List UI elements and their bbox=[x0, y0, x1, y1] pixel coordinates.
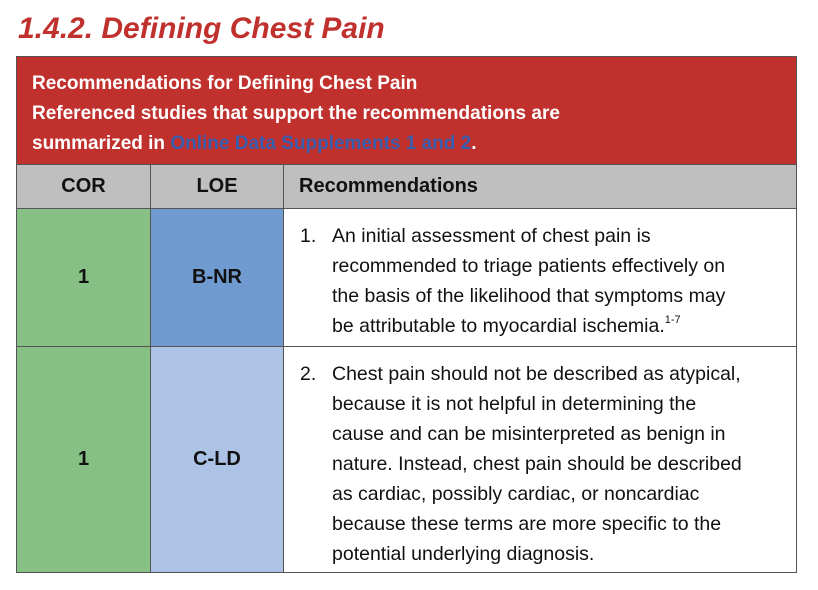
header-cor: COR bbox=[17, 165, 151, 209]
data-supplement-link[interactable]: Online Data Supplements 1 and 2 bbox=[170, 133, 472, 154]
loe-value: C-LD bbox=[193, 448, 241, 470]
recommendation-line: as cardiac, possibly cardiac, or noncard… bbox=[332, 483, 700, 505]
banner-prefix: summarized in bbox=[32, 133, 171, 154]
recommendation-line: An initial assessment of chest pain is bbox=[332, 225, 651, 247]
recommendations-table: Recommendations for Defining Chest Pain … bbox=[16, 56, 797, 573]
recommendation-line: be attributable to myocardial ischemia.1… bbox=[332, 311, 792, 341]
banner-subtext-line: summarized in Online Data Supplements 1 … bbox=[32, 129, 796, 159]
cor-value: 1 bbox=[77, 448, 90, 470]
section-title: 1.4.2. Defining Chest Pain bbox=[18, 12, 385, 45]
recommendation-line: recommended to triage patients effective… bbox=[332, 255, 726, 277]
banner-subtext-line: Referenced studies that support the reco… bbox=[32, 103, 560, 124]
recommendation-line: potential underlying diagnosis. bbox=[332, 543, 595, 565]
reference-superscript[interactable]: 1-7 bbox=[664, 314, 681, 326]
recommendation-cell: 1. An initial assessment of chest pain i… bbox=[284, 209, 796, 347]
cor-cell: 1 bbox=[17, 347, 151, 572]
recommendation-body: An initial assessment of chest pain is r… bbox=[332, 221, 792, 341]
cor-value: 1 bbox=[77, 266, 90, 288]
header-loe: LOE bbox=[151, 165, 284, 209]
table-banner: Recommendations for Defining Chest Pain … bbox=[17, 57, 796, 165]
recommendation-number: 1. bbox=[300, 225, 317, 247]
recommendation-line: cause and can be misinterpreted as benig… bbox=[332, 423, 726, 445]
recommendation-line: Chest pain should not be described as at… bbox=[332, 363, 741, 385]
recommendation-line: nature. Instead, chest pain should be de… bbox=[332, 453, 742, 475]
recommendation-line-text: be attributable to myocardial ischemia. bbox=[332, 315, 665, 337]
recommendation-cell: 2. Chest pain should not be described as… bbox=[284, 347, 796, 572]
header-recommendations: Recommendations bbox=[284, 165, 796, 209]
cor-cell: 1 bbox=[17, 209, 151, 347]
recommendation-line: because these terms are more specific to… bbox=[332, 513, 722, 535]
loe-value: B-NR bbox=[192, 266, 242, 288]
loe-cell: C-LD bbox=[151, 347, 284, 572]
recommendation-number: 2. bbox=[300, 363, 317, 385]
recommendation-body: Chest pain should not be described as at… bbox=[332, 359, 792, 569]
recommendation-line: the basis of the likelihood that symptom… bbox=[332, 285, 726, 307]
banner-heading: Recommendations for Defining Chest Pain bbox=[32, 73, 418, 94]
banner-suffix: . bbox=[471, 133, 477, 154]
recommendation-line: because it is not helpful in determining… bbox=[332, 393, 697, 415]
loe-cell: B-NR bbox=[151, 209, 284, 347]
